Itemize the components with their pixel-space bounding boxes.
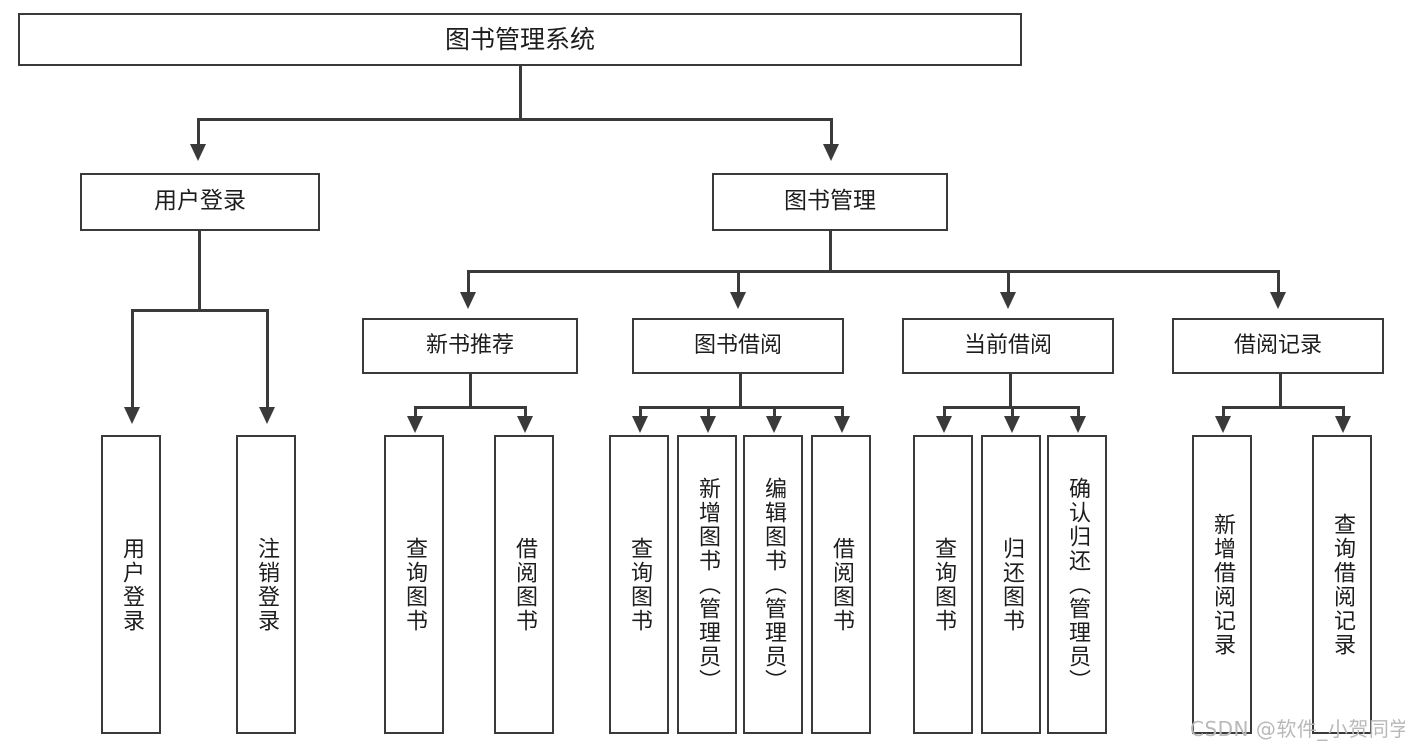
leaf-edit-book-admin[interactable]: 编辑图书（管理员） bbox=[743, 435, 803, 734]
arrow-to-user-login-leaf bbox=[124, 407, 140, 424]
connector-userlogin-bar bbox=[131, 309, 268, 312]
connector-newbook-bar bbox=[414, 406, 526, 409]
connector-bookborrow-bar bbox=[639, 406, 843, 409]
node-label: 借阅记录 bbox=[1233, 333, 1322, 359]
connector-borrowrecord-bar bbox=[1222, 406, 1344, 409]
connector-newbook-drop-2 bbox=[524, 406, 527, 418]
arrow-to-query-book-1 bbox=[407, 416, 423, 433]
node-label: 图书借阅 bbox=[693, 333, 782, 359]
connector-root-drop-1 bbox=[197, 118, 200, 146]
node-label: 查询图书 bbox=[930, 536, 956, 633]
node-label: 新增图书（管理员） bbox=[694, 476, 720, 693]
node-label: 查询图书 bbox=[626, 536, 652, 633]
node-new-book-recommend[interactable]: 新书推荐 bbox=[362, 318, 578, 374]
node-label: 图书管理 bbox=[784, 188, 876, 215]
connector-currentborrow-drop-1 bbox=[943, 406, 946, 418]
node-borrow-record[interactable]: 借阅记录 bbox=[1172, 318, 1384, 374]
arrow-to-new-book bbox=[460, 292, 476, 309]
arrow-to-user-login bbox=[190, 144, 206, 161]
connector-currentborrow-stem bbox=[1009, 374, 1012, 408]
node-current-borrow[interactable]: 当前借阅 bbox=[902, 318, 1114, 374]
arrow-to-add-borrow-record bbox=[1215, 416, 1231, 433]
arrow-to-book-manage bbox=[823, 144, 839, 161]
arrow-to-logout-leaf bbox=[259, 407, 275, 424]
csdn-watermark: CSDN @软件_小贺同学 bbox=[1190, 717, 1405, 741]
node-user-login[interactable]: 用户登录 bbox=[80, 173, 320, 231]
connector-userlogin-drop-2 bbox=[266, 309, 269, 409]
leaf-borrow-book-new[interactable]: 借阅图书 bbox=[494, 435, 554, 734]
node-label: 新书推荐 bbox=[425, 333, 514, 359]
node-label: 用户登录 bbox=[118, 536, 144, 633]
connector-bookborrow-drop-4 bbox=[841, 406, 844, 418]
arrow-to-query-book-3 bbox=[936, 416, 952, 433]
node-label: 查询图书 bbox=[401, 536, 427, 633]
arrow-to-confirm-return bbox=[1070, 416, 1086, 433]
connector-borrowrecord-drop-2 bbox=[1342, 406, 1345, 418]
leaf-query-book-current[interactable]: 查询图书 bbox=[913, 435, 973, 734]
arrow-to-query-borrow-record bbox=[1335, 416, 1351, 433]
connector-bookborrow-drop-1 bbox=[639, 406, 642, 418]
node-book-manage[interactable]: 图书管理 bbox=[712, 173, 948, 231]
leaf-confirm-return-admin[interactable]: 确认归还（管理员） bbox=[1047, 435, 1107, 734]
connector-bookmanage-drop-1 bbox=[467, 270, 470, 294]
node-label: 当前借阅 bbox=[963, 333, 1052, 359]
connector-userlogin-stem bbox=[198, 231, 201, 311]
connector-currentborrow-drop-2 bbox=[1011, 406, 1014, 418]
leaf-query-book-borrow[interactable]: 查询图书 bbox=[609, 435, 669, 734]
arrow-to-borrow-book-1 bbox=[517, 416, 533, 433]
node-label: 查询借阅记录 bbox=[1329, 512, 1355, 657]
node-book-borrow[interactable]: 图书借阅 bbox=[632, 318, 844, 374]
arrow-to-add-book bbox=[700, 416, 716, 433]
connector-bookmanage-drop-3 bbox=[1007, 270, 1010, 294]
connector-bookborrow-drop-2 bbox=[707, 406, 710, 418]
connector-bookmanage-drop-4 bbox=[1277, 270, 1280, 294]
node-label: 新增借阅记录 bbox=[1209, 512, 1235, 657]
connector-bookborrow-stem bbox=[739, 374, 742, 408]
leaf-return-book[interactable]: 归还图书 bbox=[981, 435, 1041, 734]
leaf-add-borrow-record[interactable]: 新增借阅记录 bbox=[1192, 435, 1252, 734]
leaf-logout[interactable]: 注销登录 bbox=[236, 435, 296, 734]
connector-newbook-stem bbox=[469, 374, 472, 408]
connector-root-bar bbox=[197, 118, 833, 121]
connector-currentborrow-drop-3 bbox=[1077, 406, 1080, 418]
leaf-query-book-new[interactable]: 查询图书 bbox=[384, 435, 444, 734]
connector-borrowrecord-drop-1 bbox=[1222, 406, 1225, 418]
leaf-borrow-book[interactable]: 借阅图书 bbox=[811, 435, 871, 734]
node-label: 归还图书 bbox=[998, 536, 1024, 633]
node-label: 确认归还（管理员） bbox=[1064, 476, 1090, 693]
node-label: 编辑图书（管理员） bbox=[760, 476, 786, 693]
node-label: 图书管理系统 bbox=[444, 24, 595, 54]
connector-root-stem bbox=[519, 66, 522, 120]
arrow-to-edit-book bbox=[766, 416, 782, 433]
node-label: 注销登录 bbox=[253, 536, 279, 633]
connector-bookmanage-bar bbox=[467, 270, 1278, 273]
leaf-query-borrow-record[interactable]: 查询借阅记录 bbox=[1312, 435, 1372, 734]
arrow-to-book-borrow bbox=[730, 292, 746, 309]
connector-root-drop-2 bbox=[830, 118, 833, 146]
arrow-to-query-book-2 bbox=[632, 416, 648, 433]
node-label: 用户登录 bbox=[154, 188, 246, 215]
node-label: 借阅图书 bbox=[511, 536, 537, 633]
leaf-user-login[interactable]: 用户登录 bbox=[101, 435, 161, 734]
arrow-to-current-borrow bbox=[1000, 292, 1016, 309]
connector-bookmanage-stem bbox=[829, 231, 832, 272]
arrow-to-borrow-book-2 bbox=[834, 416, 850, 433]
connector-bookborrow-drop-3 bbox=[773, 406, 776, 418]
connector-bookmanage-drop-2 bbox=[737, 270, 740, 294]
node-root-system[interactable]: 图书管理系统 bbox=[18, 13, 1022, 66]
arrow-to-return-book bbox=[1004, 416, 1020, 433]
connector-userlogin-drop-1 bbox=[131, 309, 134, 409]
connector-newbook-drop-1 bbox=[414, 406, 417, 418]
arrow-to-borrow-record bbox=[1270, 292, 1286, 309]
node-label: 借阅图书 bbox=[828, 536, 854, 633]
leaf-add-book-admin[interactable]: 新增图书（管理员） bbox=[677, 435, 737, 734]
connector-borrowrecord-stem bbox=[1279, 374, 1282, 408]
